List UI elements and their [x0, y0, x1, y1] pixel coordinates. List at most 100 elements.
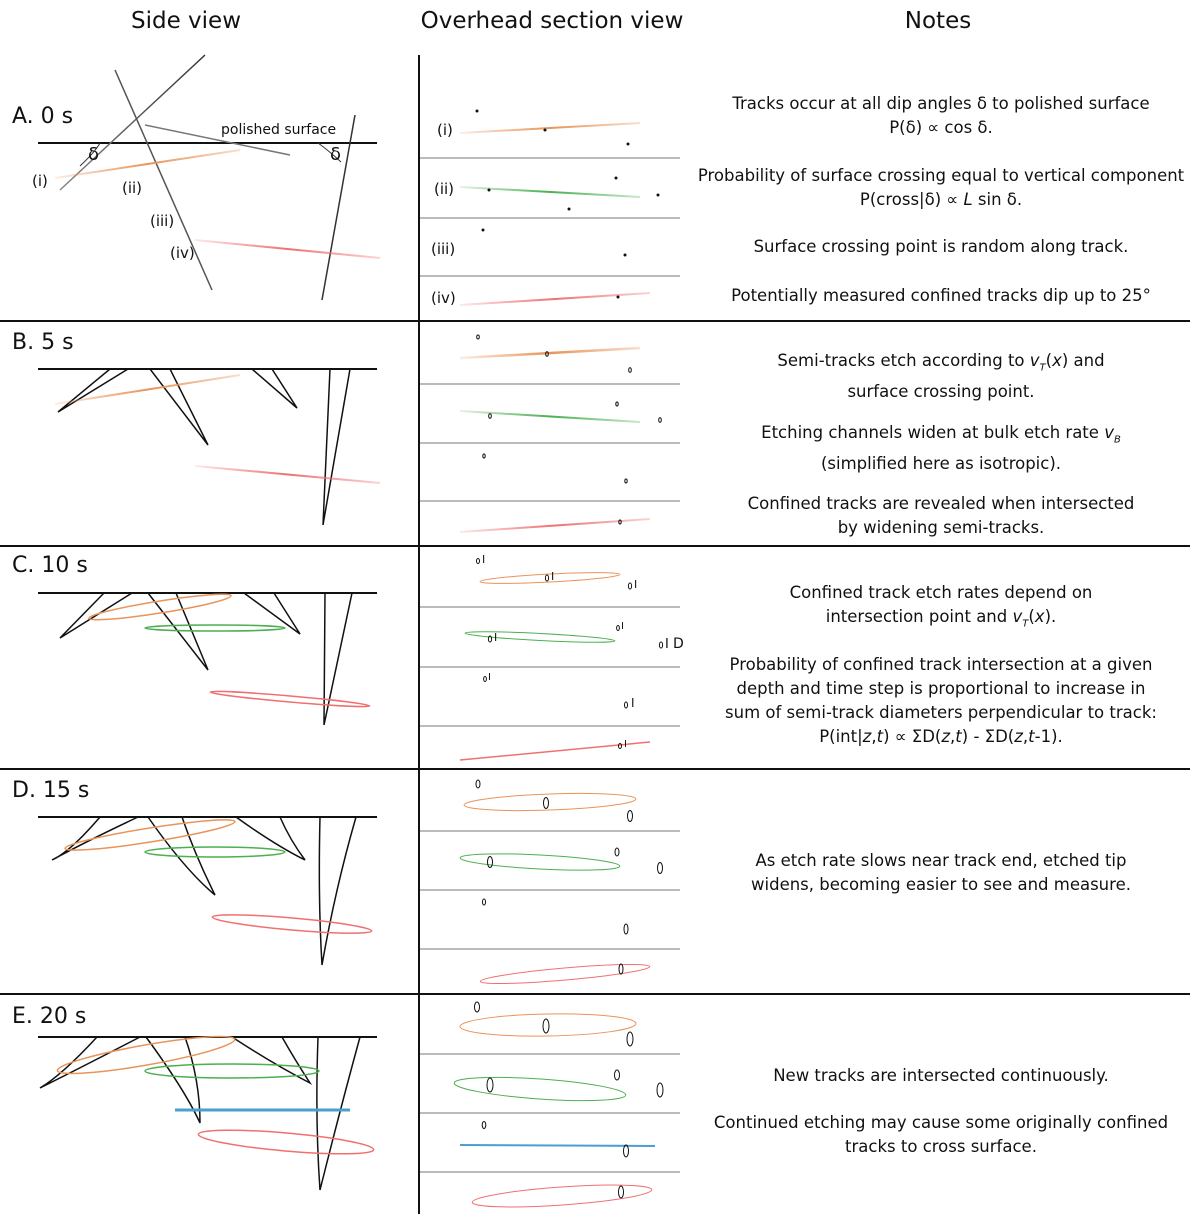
- overhead-view-e: [453, 1001, 664, 1208]
- side-track-label-ii: (ii): [122, 179, 143, 197]
- note-text: v: [1104, 423, 1114, 442]
- note-text: (simplified here as isotropic).: [820, 454, 1062, 474]
- delta-label-left: δ: [88, 144, 100, 165]
- note-text: New tracks are intersected continuously.: [773, 1066, 1109, 1085]
- note-text: intersection point and: [825, 607, 1013, 626]
- note-cross-surface: Continued etching may cause some origina…: [695, 1111, 1187, 1159]
- note-text: tracks to cross surface.: [845, 1137, 1037, 1156]
- note-text: As etch rate slows near track end, etche…: [755, 851, 1127, 870]
- side-view-c: [38, 592, 377, 726]
- note-text: v: [1029, 351, 1040, 370]
- note-dip-angles: Tracks occur at all dip angles δ to poli…: [695, 92, 1187, 140]
- polished-surface-label: polished surface: [221, 122, 337, 138]
- note-text: Tracks occur at all dip angles δ to poli…: [732, 94, 1150, 113]
- note-text: ,: [871, 727, 877, 746]
- note-text: Continued etching may cause some origina…: [713, 1113, 1169, 1132]
- note-text: t: [1028, 727, 1035, 746]
- note-text: Etching channels widen at bulk etch rate: [761, 423, 1105, 442]
- marker-i-5: I: [621, 621, 624, 632]
- note-text: x: [1052, 351, 1062, 370]
- marker-i-1: I: [482, 553, 486, 566]
- panel-label-e: E. 20 s: [12, 1004, 87, 1029]
- note-text: ,: [1022, 727, 1029, 746]
- note-text: v: [1012, 607, 1023, 626]
- note-intersection-probability: Probability of confined track intersecti…: [695, 653, 1187, 749]
- note-dip-limit: Potentially measured confined tracks dip…: [695, 284, 1187, 308]
- marker-i-2: I: [551, 570, 555, 583]
- note-text: surface crossing point.: [847, 382, 1035, 402]
- note-text: Potentially measured confined tracks dip…: [731, 286, 1151, 305]
- note-text: Confined tracks are revealed when inters…: [747, 494, 1135, 513]
- note-continuous-intersection: New tracks are intersected continuously.: [695, 1064, 1187, 1088]
- note-text: Probability of confined track intersecti…: [729, 655, 1153, 674]
- overhead-track-label-i: (i): [437, 121, 453, 139]
- panel-label-c: C. 10 s: [12, 553, 88, 578]
- note-text: sin δ.: [972, 190, 1023, 209]
- header-notes: Notes: [904, 8, 972, 34]
- overhead-subdividers: [420, 157, 680, 1173]
- note-text: T: [1039, 362, 1046, 374]
- side-view-d: [38, 816, 377, 966]
- note-text: t: [955, 727, 962, 746]
- note-semi-tracks: Semi-tracks etch according to vT(x) and …: [695, 349, 1187, 404]
- note-text: ).: [1044, 607, 1057, 626]
- marker-i-6: I: [665, 637, 669, 652]
- note-tip-widens: As etch rate slows near track end, etche…: [695, 849, 1187, 897]
- note-text: -1).: [1034, 727, 1063, 746]
- side-view-b: [38, 368, 381, 526]
- marker-d: D: [673, 636, 684, 652]
- note-text: z: [862, 727, 872, 746]
- note-text: depth and time step is proportional to i…: [736, 679, 1146, 698]
- note-text: P(cross|δ) ∝: [859, 190, 964, 209]
- note-text: Confined track etch rates depend on: [789, 583, 1093, 602]
- overhead-view-c: [459, 558, 664, 761]
- note-text: ) - ΣD(: [961, 727, 1015, 746]
- note-text: Surface crossing point is random along t…: [753, 237, 1129, 256]
- note-text: sum of semi-track diameters perpendicula…: [725, 703, 1157, 722]
- note-text: ) ∝ ΣD(: [883, 727, 942, 746]
- note-text: Semi-tracks etch according to: [777, 351, 1030, 370]
- note-bulk-etch: Etching channels widen at bulk etch rate…: [695, 421, 1187, 476]
- note-text: ,: [950, 727, 956, 746]
- note-confined-revealed: Confined tracks are revealed when inters…: [695, 492, 1187, 540]
- side-view-a: [38, 54, 381, 301]
- note-text: t: [876, 727, 884, 746]
- note-surface-crossing-probability: Probability of surface crossing equal to…: [695, 164, 1187, 212]
- panel-label-d: D. 15 s: [12, 778, 90, 803]
- panel-label-b: B. 5 s: [12, 330, 74, 355]
- note-text: ) and: [1061, 351, 1105, 370]
- overhead-view-d: [459, 779, 663, 985]
- note-text: z: [1014, 727, 1023, 746]
- side-track-label-iv: (iv): [170, 244, 195, 262]
- note-text: P(int|: [819, 727, 863, 746]
- note-text: by widening semi-tracks.: [837, 518, 1045, 537]
- overhead-view-a: [459, 109, 660, 306]
- note-text: P(δ) ∝ cos δ.: [889, 118, 993, 137]
- note-crossing-random: Surface crossing point is random along t…: [695, 235, 1187, 259]
- panel-dividers: [0, 55, 1190, 1214]
- note-text: L: [963, 190, 973, 209]
- side-track-label-i: (i): [32, 172, 48, 190]
- marker-i-4: I: [494, 631, 498, 644]
- note-text: T: [1022, 618, 1029, 630]
- note-text: Probability of surface crossing equal to…: [697, 166, 1185, 185]
- marker-i-8: I: [631, 696, 635, 710]
- delta-label-right: δ: [330, 144, 342, 165]
- header-overhead-view: Overhead section view: [420, 8, 684, 34]
- overhead-view-b: [459, 334, 662, 533]
- overhead-track-label-iii: (iii): [431, 240, 456, 258]
- side-view-e: [38, 1035, 377, 1191]
- marker-i-7: I: [488, 672, 491, 683]
- note-text: B: [1113, 434, 1121, 446]
- note-text: z: [941, 727, 951, 746]
- note-confined-etch-rates: Confined track etch rates depend on inte…: [695, 581, 1187, 636]
- panel-label-a: A. 0 s: [12, 104, 74, 129]
- note-text: (: [1028, 607, 1035, 626]
- note-text: widens, becoming easier to see and measu…: [751, 875, 1131, 894]
- overhead-track-label-ii: (ii): [434, 180, 455, 198]
- marker-i-3: I: [634, 578, 638, 591]
- note-text: (: [1045, 351, 1053, 370]
- note-text: x: [1034, 607, 1045, 626]
- marker-i-9: I: [624, 739, 627, 750]
